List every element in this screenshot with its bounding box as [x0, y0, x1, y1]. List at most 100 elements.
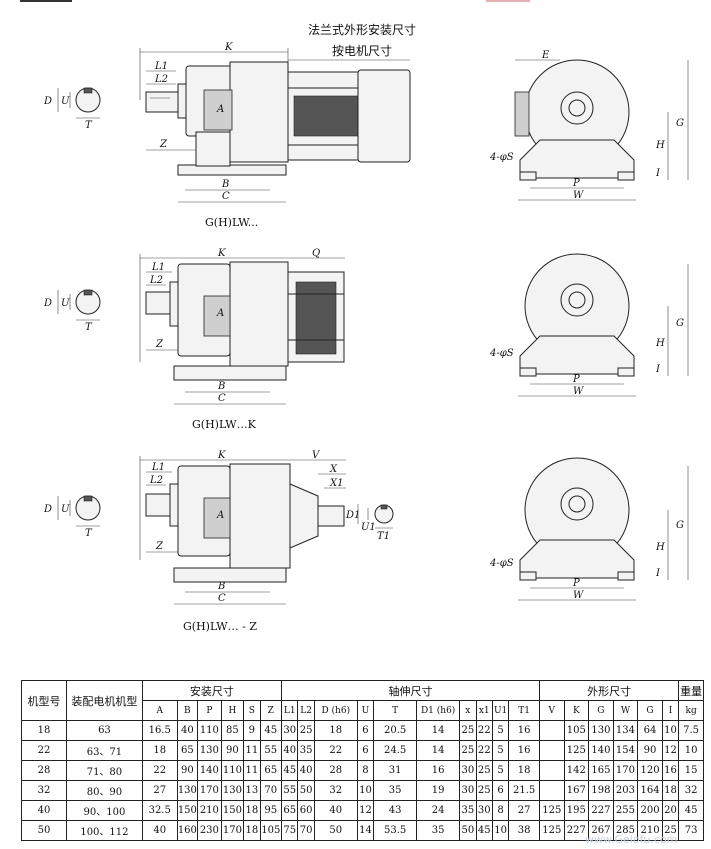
svg-text:X: X — [329, 464, 338, 475]
svg-text:B: B — [217, 381, 225, 392]
sub-header-cell: U1 — [491, 700, 510, 721]
svg-text:G: G — [676, 520, 684, 531]
table-cell: 110 — [220, 760, 245, 781]
table-cell: 50 — [313, 820, 358, 841]
table-cell: 125 — [539, 800, 565, 821]
svg-text:T: T — [85, 322, 93, 333]
table-cell: 25 — [475, 760, 493, 781]
table-cell: 85 — [220, 720, 245, 741]
view-glw-k: K Q L1 L2 Z B C A G(H)LW…K D U T G H I P… — [43, 248, 689, 431]
header-shaft: 轴伸尺寸 — [281, 680, 540, 701]
table-cell: 31 — [373, 760, 418, 781]
sub-header-cell: D1 (h6) — [416, 700, 461, 721]
table-cell: 140 — [588, 740, 614, 761]
sub-header-cell: G — [637, 700, 663, 721]
table-cell: 63、71 — [66, 740, 143, 761]
svg-text:D: D — [43, 298, 52, 309]
svg-text:Z: Z — [159, 139, 168, 150]
table-cell: 18 — [313, 720, 358, 741]
table-cell: 32 — [20, 780, 68, 801]
table-cell: 154 — [612, 740, 639, 761]
table-cell: 5 — [491, 760, 510, 781]
table-cell: 195 — [563, 800, 590, 821]
svg-text:C: C — [222, 191, 230, 202]
table-cell: 30 — [475, 800, 493, 821]
svg-text:U: U — [61, 504, 70, 515]
svg-text:T1: T1 — [377, 531, 390, 542]
svg-text:H: H — [655, 542, 665, 553]
table-cell: 125 — [563, 740, 590, 761]
svg-text:K: K — [217, 248, 226, 259]
svg-text:A: A — [216, 308, 224, 319]
table-cell: 24 — [416, 800, 461, 821]
view-glw-z: K V X X1 L1 L2 Z B C A G(H)LW… - Z D U T… — [43, 450, 689, 633]
table-cell — [539, 760, 565, 781]
table-cell: 32 — [313, 780, 358, 801]
table-cell — [539, 740, 565, 761]
table-cell: 90、100 — [66, 800, 143, 821]
table-cell: 27 — [508, 800, 540, 821]
table-cell: 6 — [356, 720, 375, 741]
table-cell: 28 — [313, 760, 358, 781]
table-cell: 20.5 — [373, 720, 418, 741]
table-cell: 10 — [661, 720, 680, 741]
table-cell: 71、80 — [66, 760, 143, 781]
table-cell: 6 — [491, 780, 510, 801]
table-cell: 140 — [197, 760, 222, 781]
svg-text:U1: U1 — [361, 522, 376, 533]
svg-text:P: P — [572, 578, 580, 589]
svg-text:E: E — [541, 50, 550, 61]
svg-text:W: W — [573, 590, 584, 601]
table-cell: 170 — [220, 820, 245, 841]
sub-header-cell: K — [563, 700, 590, 721]
table-cell: 5 — [491, 740, 510, 761]
table-cell: 18 — [661, 780, 680, 801]
svg-text:G: G — [676, 118, 684, 129]
table-cell: 18 — [243, 820, 261, 841]
svg-text:I: I — [655, 568, 661, 579]
sub-header-cell: S — [243, 700, 261, 721]
table-cell: 230 — [197, 820, 222, 841]
table-cell: 16 — [661, 760, 680, 781]
table-cell: 22 — [313, 740, 358, 761]
table-cell: 15 — [678, 760, 704, 781]
table-cell: 30 — [281, 720, 299, 741]
table-cell: 45 — [259, 720, 283, 741]
table-cell: 90 — [176, 760, 199, 781]
table-cell: 25 — [475, 780, 493, 801]
table-cell: 25 — [297, 720, 315, 741]
table-cell: 16 — [508, 740, 540, 761]
svg-text:P: P — [572, 374, 580, 385]
svg-text:P: P — [572, 178, 580, 189]
table-cell: 130 — [588, 720, 614, 741]
svg-text:D: D — [43, 504, 52, 515]
table-cell: 40 — [20, 800, 68, 821]
table-cell: 22 — [475, 720, 493, 741]
svg-text:L1: L1 — [154, 61, 168, 72]
sub-header-cell: L2 — [297, 700, 315, 721]
svg-text:4-φS: 4-φS — [489, 152, 514, 163]
table-cell: 40 — [313, 800, 358, 821]
table-cell: 25 — [661, 820, 680, 841]
table-cell: 16 — [508, 720, 540, 741]
sub-header-cell: T — [373, 700, 418, 721]
table-cell: 14 — [416, 720, 461, 741]
table-cell: 11 — [243, 740, 261, 761]
svg-text:L2: L2 — [149, 275, 163, 286]
svg-text:T: T — [85, 120, 93, 131]
table-cell: 22 — [475, 740, 493, 761]
table-cell: 40 — [281, 740, 299, 761]
svg-text:H: H — [655, 140, 665, 151]
svg-text:I: I — [655, 168, 661, 179]
svg-text:D: D — [43, 96, 52, 107]
table-cell: 130 — [220, 780, 245, 801]
table-cell: 210 — [197, 800, 222, 821]
svg-text:C: C — [218, 393, 226, 404]
svg-text:U: U — [61, 96, 70, 107]
table-cell: 30 — [459, 780, 477, 801]
table-cell: 167 — [563, 780, 590, 801]
table-cell: 38 — [508, 820, 540, 841]
svg-text:Z: Z — [155, 339, 164, 350]
